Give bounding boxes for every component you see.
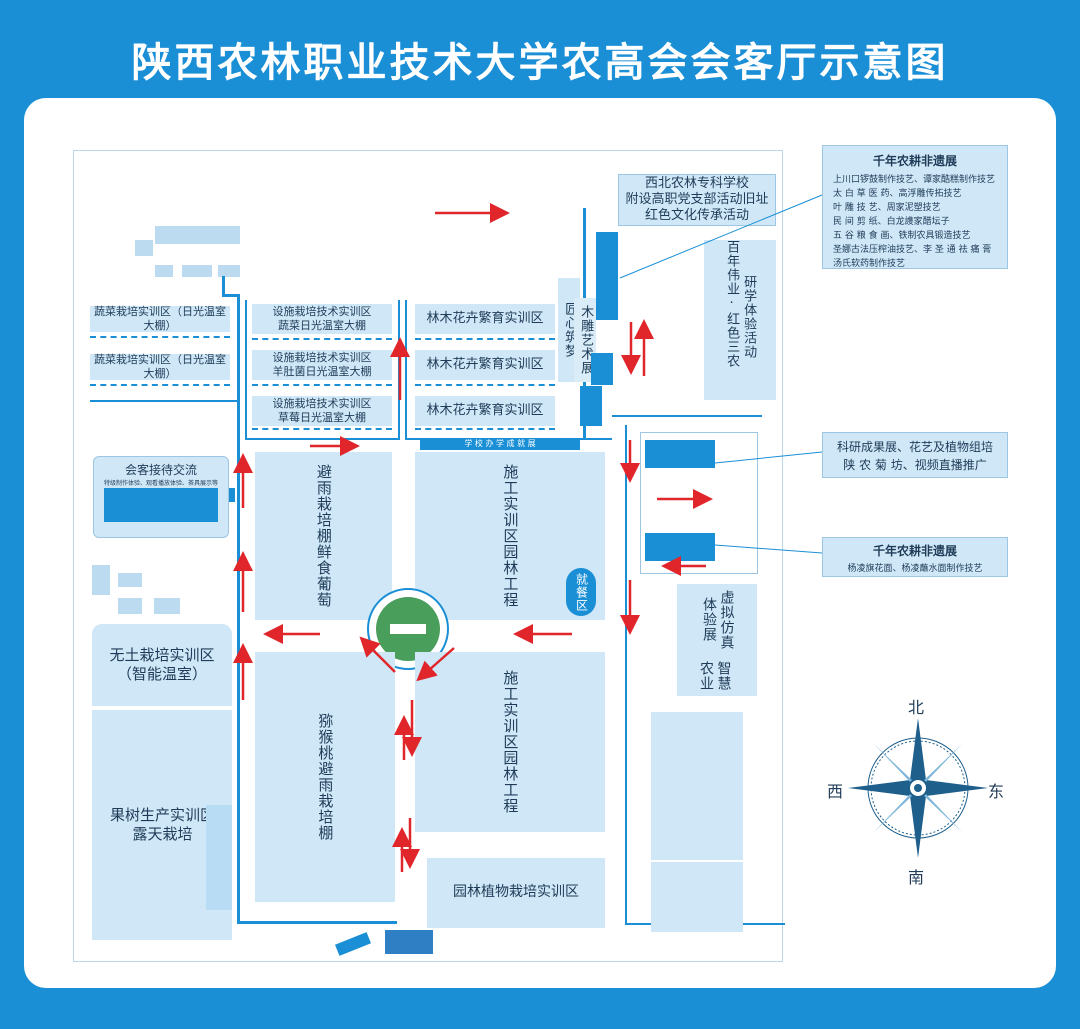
heritage-panel-1-items: 上川口锣鼓制作技艺、谭家酷糕制作技艺 太 白 草 医 药、高浮雕传拓技艺 叶 雕… [833,175,996,269]
compass-rose-icon [848,718,988,858]
research-results-panel: 科研成果展、花艺及植物组培 陕 农 菊 坊、视频直播推广 [822,432,1008,478]
building [118,598,142,614]
greenhouse-divider [415,384,555,386]
heritage-panel-2: 千年农耕非遗展 杨凌旗花面、杨凌蘸水面制作技艺 [822,537,1008,577]
building [651,712,743,860]
compass-east-label: 东 [988,782,1005,801]
grape-rain-shelter-zone: 避雨栽培棚鲜食葡萄 [255,452,392,620]
road [245,438,400,440]
virtual-simulation-exhibit: 虚拟仿真体验展 智慧农业 [677,584,757,696]
facility-vegetable-zone: 设施栽培技术实训区 蔬菜日光温室大棚 [252,304,392,334]
road [612,415,762,417]
compass-west-label: 西 [827,782,844,801]
vegetable-greenhouse-zone: 蔬菜栽培实训区（日光温室大棚） [90,305,230,332]
display-box [580,386,602,426]
road [237,294,240,924]
facility-morel-zone: 设施栽培技术实训区 羊肚菌日光温室大棚 [252,350,392,380]
compass-south-label: 南 [908,868,925,887]
building [154,598,180,614]
building [118,573,142,587]
centennial-exhibit: 百年伟业·红色三农 [704,240,776,400]
wood-art-exhibit: 木雕艺术展 [574,298,596,382]
heritage-panel-1: 千年农耕非遗展 上川口锣鼓制作技艺、谭家酷糕制作技艺 太 白 草 医 药、高浮雕… [822,145,1008,269]
research-display [645,440,715,468]
greenhouse-divider [252,428,392,430]
reception-table [104,488,218,522]
reception-entrance [229,488,235,502]
building [92,565,110,595]
fruit-strip [206,805,232,910]
south-gate [385,930,433,954]
greenhouse-divider [415,338,555,340]
reception-label: 会客接待交流 [124,463,197,477]
road [222,276,225,296]
garden-plant-cultivation-zone: 园林植物栽培实训区 [427,858,605,928]
heritage-panel-1-title: 千年农耕非遗展 [872,154,957,168]
facility-strawberry-zone: 设施栽培技术实训区 草莓日光温室大棚 [252,396,392,426]
campus-achievement-strip [420,438,580,450]
reception-sublabel: 特级制作体验、观看播放体验、茶具展示等 [103,480,218,487]
virtual-label: 虚拟仿真体验展 [701,589,735,650]
road [222,294,240,297]
display-box [591,353,613,385]
forest-nursery-zone: 林木花卉繁育实训区 [415,350,555,380]
building [155,226,240,244]
road [405,300,407,440]
road [90,400,238,402]
forest-nursery-zone: 林木花卉繁育实训区 [415,304,555,334]
page-title: 陕西农林职业技术大学农高会会客厅示意图 [131,40,949,86]
exhibition-pavilion [640,432,758,574]
kiwi-rain-shelter-zone: 猕猴桃避雨栽培棚 [255,652,395,902]
greenhouse-divider [252,338,392,340]
compass-north-label: 北 [908,698,925,717]
smart-ag-label: 智慧农业 [698,660,732,691]
roundabout [367,588,449,670]
soilless-cultivation-zone: 无土栽培实训区 （智能温室） [92,624,232,706]
building [218,265,240,277]
heritage-panel-2-items: 杨凌旗花面、杨凌蘸水面制作技艺 [847,564,983,574]
display-box [596,232,618,320]
dining-area: 就餐区 [566,568,596,616]
greenhouse-divider [415,428,555,430]
road [245,300,247,440]
heritage-panel-2-title: 千年农耕非遗展 [872,544,957,558]
garden-construction-zone-2: 施工实训区园林工程 [415,652,605,832]
campus-achievement-label: 学 校 办 学 成 就 展 [464,439,536,448]
forest-nursery-zone: 林木花卉繁育实训区 [415,396,555,426]
road [625,425,627,925]
building [155,265,173,277]
greenhouse-divider [252,384,392,386]
site-boundary [73,150,783,962]
greenhouse-divider [90,384,230,386]
greenhouse-divider [90,336,230,338]
building [135,240,153,256]
road [237,921,397,924]
research-activity: 研学体验活动 [741,275,757,359]
northwest-school-site: 西北农林专科学校 附设高职党支部活动旧址 红色文化传承活动 [618,174,776,226]
building [651,862,743,932]
building [182,265,212,277]
vegetable-greenhouse-zone: 蔬菜栽培实训区（日光温室大棚） [90,353,230,380]
